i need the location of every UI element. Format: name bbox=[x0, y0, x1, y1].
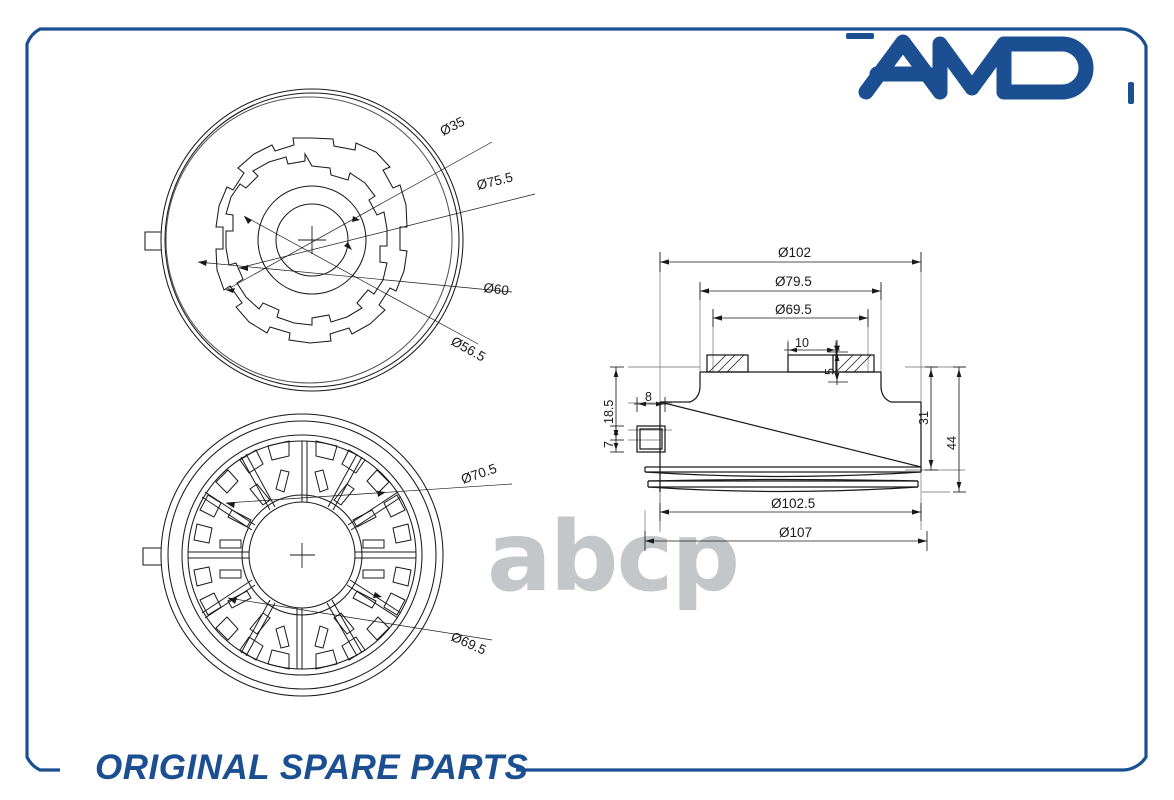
center-circle-inner bbox=[275, 203, 349, 277]
dim-d1025: Ø102.5 bbox=[771, 496, 815, 511]
dim-n44: 44 bbox=[945, 436, 959, 450]
dim-arrows-n44 bbox=[956, 369, 962, 490]
dim-line-n44 bbox=[953, 366, 966, 493]
castellated-ring-inner bbox=[225, 152, 388, 326]
dim-d107: Ø107 bbox=[779, 525, 812, 540]
amd-logo bbox=[846, 33, 1134, 104]
rib-tooth-blocks-inner bbox=[219, 469, 385, 649]
hatch-left-pocket bbox=[708, 354, 745, 373]
dim-n10: 10 bbox=[795, 336, 809, 350]
center-mark bbox=[298, 226, 326, 254]
view-top-front bbox=[144, 88, 536, 392]
center-mark-rear bbox=[290, 543, 315, 568]
section-profile bbox=[636, 354, 922, 493]
dim-arrows-n31 bbox=[928, 369, 934, 468]
dim-n8: 8 bbox=[645, 390, 652, 404]
dim-arrows-d102 bbox=[660, 259, 921, 265]
dim-n185: 18.5 bbox=[602, 400, 616, 424]
dim-n31: 31 bbox=[917, 411, 931, 425]
radial-spokes bbox=[188, 441, 416, 669]
dim-label-bg-d107 bbox=[776, 523, 834, 540]
dim-d60: Ø60 bbox=[483, 280, 510, 298]
dim-arrows-d795 bbox=[700, 288, 881, 294]
view-bottom-rear bbox=[142, 413, 513, 697]
dim-label-bg-d102 bbox=[775, 243, 833, 260]
dim-label-bg-d695 bbox=[772, 300, 834, 317]
dimension-arrowheads bbox=[198, 216, 360, 293]
dim-arrows-n7 bbox=[613, 428, 619, 450]
watermark-abcp: abcp bbox=[487, 501, 738, 613]
dim-arrows-d107 bbox=[645, 538, 927, 544]
dimension-leaders bbox=[197, 141, 536, 345]
dim-arrows-d1025 bbox=[660, 509, 921, 515]
dim-d565: Ø56.5 bbox=[449, 334, 488, 365]
tagline-original-spare-parts: ORIGINAL SPARE PARTS bbox=[95, 748, 528, 787]
dim-d35: Ø35 bbox=[438, 114, 468, 139]
dim-line-n31 bbox=[925, 366, 938, 471]
dimension-leaders-rear bbox=[225, 483, 513, 641]
dim-arrows-n10 bbox=[789, 347, 835, 353]
dim-d755: Ø75.5 bbox=[475, 169, 514, 192]
castellated-ring-outer bbox=[215, 137, 408, 344]
dim-label-bg-d795 bbox=[772, 272, 834, 289]
dim-d102: Ø102 bbox=[778, 245, 811, 260]
section-pointer-arrow bbox=[834, 340, 840, 355]
dimension-arrowheads-rear bbox=[226, 491, 386, 604]
view-top-front-dimension-labels: Ø35 Ø75.5 Ø60 Ø56.5 bbox=[438, 114, 515, 365]
dim-d695: Ø69.5 bbox=[775, 302, 812, 317]
dim-d705: Ø70.5 bbox=[459, 461, 499, 487]
hatch-right-pocket bbox=[835, 354, 872, 373]
rib-tooth-blocks-outer bbox=[193, 440, 412, 670]
dim-n7: 7 bbox=[602, 441, 616, 448]
dim-d795: Ø79.5 bbox=[775, 274, 812, 289]
center-circle-outer bbox=[257, 185, 367, 295]
logo-accent-marks bbox=[846, 33, 1134, 104]
dim-label-bg-d1025 bbox=[768, 494, 836, 511]
dim-arrows-d695 bbox=[713, 315, 868, 321]
view-cross-section: Ø102 Ø79.5 Ø69.5 bbox=[602, 243, 966, 551]
dim-d695-rear: Ø69.5 bbox=[449, 629, 489, 658]
sheet-border bbox=[25, 27, 1148, 772]
